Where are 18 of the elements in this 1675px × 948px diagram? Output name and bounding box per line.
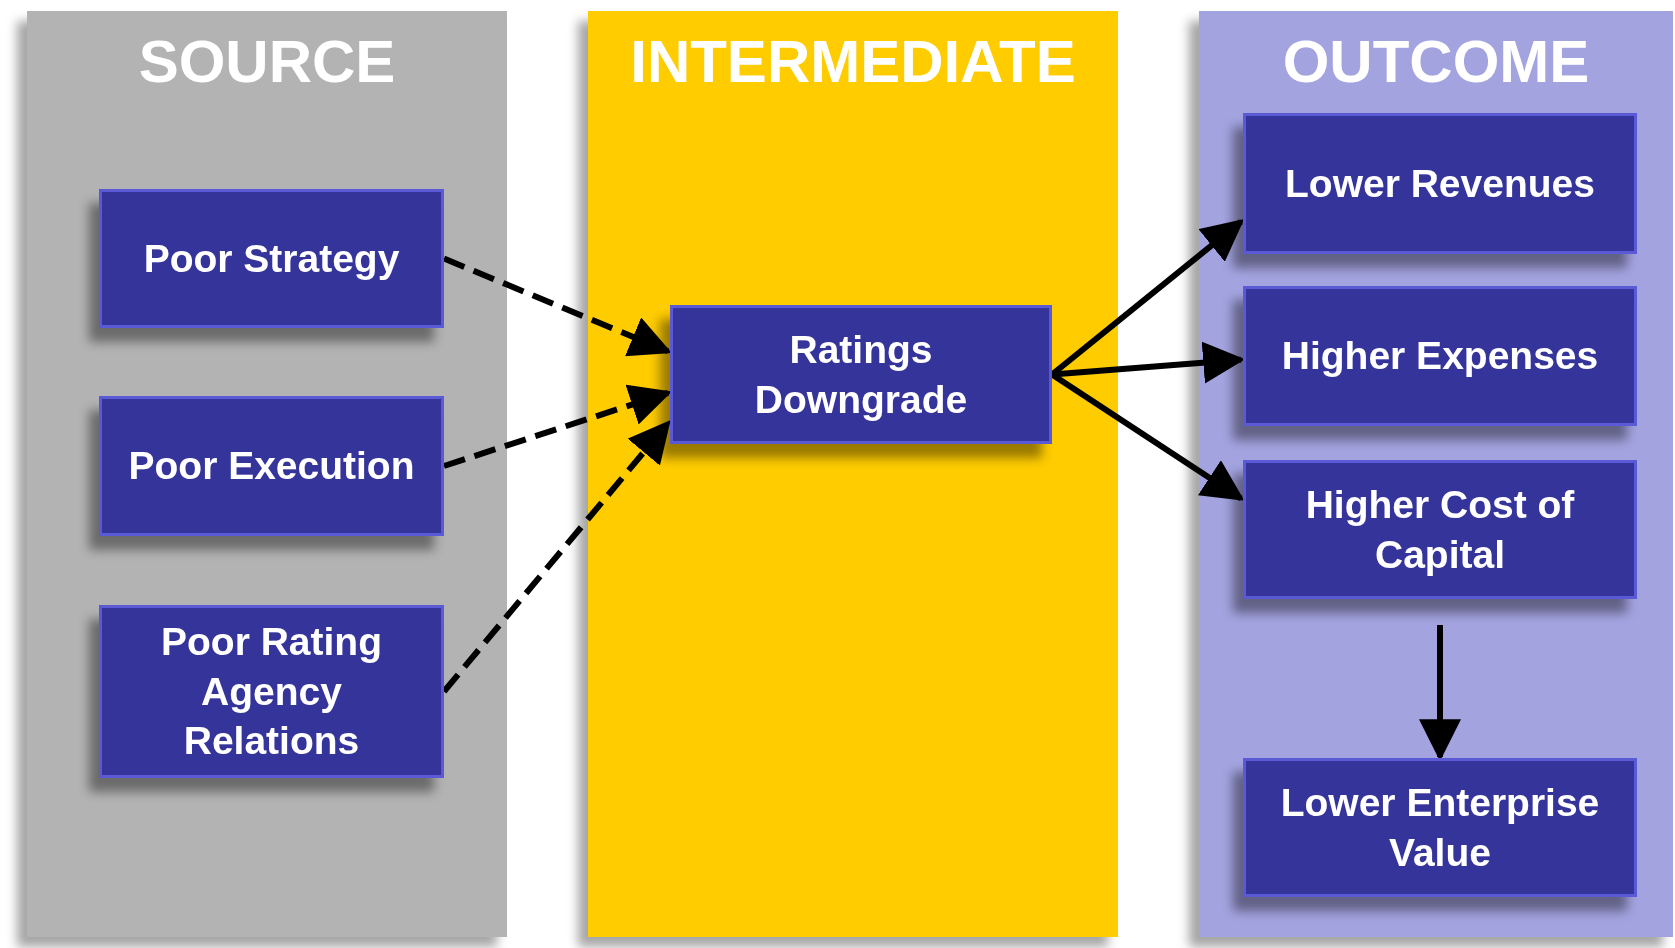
arrow	[442, 255, 672, 357]
column-heading: OUTCOME	[1281, 29, 1591, 95]
process-box: Lower Enterprise Value	[1243, 758, 1637, 897]
arrow	[441, 419, 671, 694]
arrow	[443, 384, 672, 469]
process-box: Poor Strategy	[99, 189, 444, 328]
process-box: Higher Expenses	[1243, 286, 1637, 426]
process-box: Poor Rating Agency Relations	[99, 605, 444, 778]
column-panel	[1199, 11, 1673, 937]
process-box: Lower Revenues	[1243, 113, 1637, 254]
column-heading: INTERMEDIATE	[629, 29, 1077, 95]
process-box: Higher Cost of Capital	[1243, 460, 1637, 599]
process-box: Poor Execution	[99, 396, 444, 536]
column-heading: SOURCE	[137, 29, 397, 95]
arrow	[1050, 372, 1245, 501]
column-panel	[588, 11, 1118, 937]
process-box: Ratings Downgrade	[670, 305, 1052, 444]
column-panel	[27, 11, 507, 937]
